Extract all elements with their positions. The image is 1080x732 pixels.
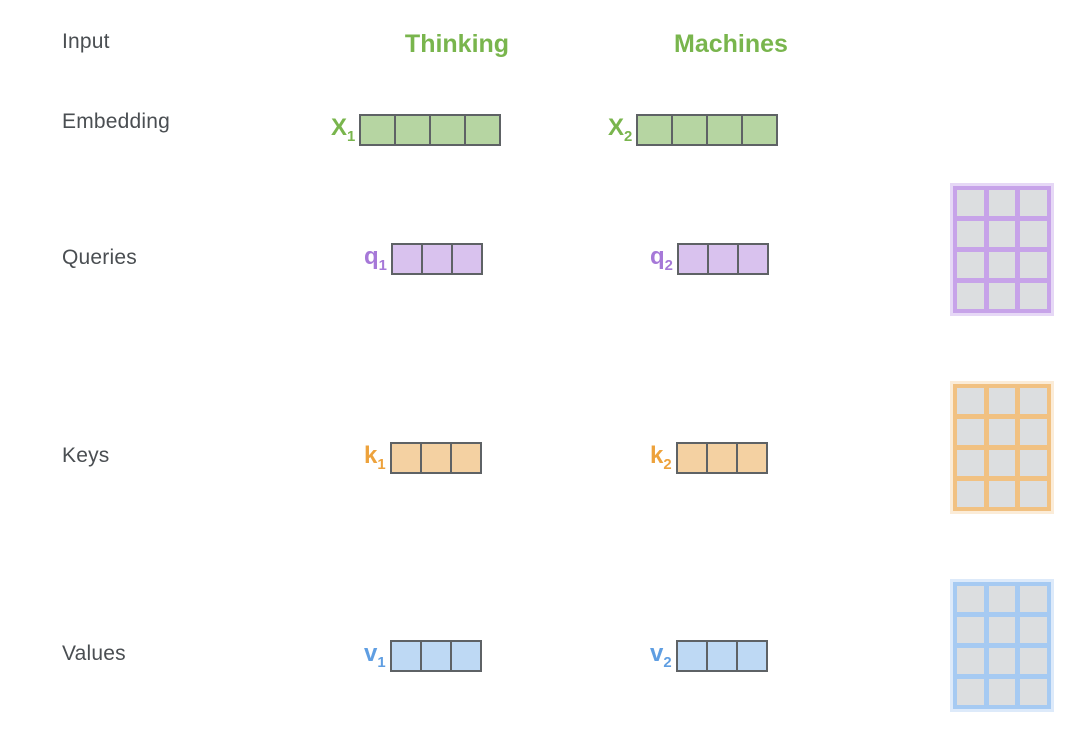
vector-cell: [390, 243, 423, 275]
vector-cell: [705, 640, 738, 672]
vector-cell: [449, 442, 482, 474]
vector-cell: [420, 243, 453, 275]
embedding-vector-x1: X1: [331, 112, 502, 148]
matrix-cell: [957, 586, 984, 612]
matrix-cell: [957, 252, 984, 278]
vector-cells-v2: [675, 640, 768, 672]
vector-cells-v1: [389, 640, 482, 672]
matrix-cell: [1020, 283, 1047, 309]
matrix-cell: [957, 679, 984, 705]
matrix-cell: [1020, 586, 1047, 612]
matrix-cell: [988, 252, 1016, 278]
vector-label-v1: v1: [364, 639, 386, 671]
matrix-cell: [988, 221, 1016, 247]
vector-cell: [735, 640, 768, 672]
vector-label-x2: X2: [608, 113, 633, 145]
matrix-cell: [1020, 450, 1047, 476]
vector-cell: [676, 243, 709, 275]
matrix-cell: [988, 648, 1016, 674]
input-word-machines: Machines: [674, 30, 788, 58]
matrix-cell: [988, 419, 1016, 445]
row-label-embedding: Embedding: [62, 110, 171, 133]
matrix-cell: [957, 481, 984, 507]
vector-cells-x2: [636, 114, 779, 146]
matrix-cell: [1020, 252, 1047, 278]
vector-cell: [675, 442, 708, 474]
matrix-cell: [957, 221, 984, 247]
matrix-cell: [957, 648, 984, 674]
vector-cell: [419, 640, 452, 672]
input-word-thinking: Thinking: [404, 30, 510, 58]
vector-cell: [389, 640, 422, 672]
vector-label-v2: v2: [650, 639, 672, 671]
matrix-cell: [1020, 617, 1047, 643]
value-weight-matrix: [950, 579, 1054, 712]
query-weight-matrix: [950, 183, 1054, 316]
matrix-cell: [988, 283, 1016, 309]
matrix-cell: [1020, 190, 1047, 216]
vector-cell: [394, 114, 432, 146]
vector-cell: [429, 114, 467, 146]
value-vector-v2: v2: [650, 638, 768, 674]
vector-cells-q1: [390, 243, 483, 275]
vector-cell: [636, 114, 674, 146]
vector-cell: [675, 640, 708, 672]
vector-cells-x1: [359, 114, 502, 146]
key-vector-k1: k1: [364, 440, 482, 476]
vector-cell: [389, 442, 422, 474]
embedding-vector-x2: X2: [608, 112, 779, 148]
matrix-cell: [957, 617, 984, 643]
matrix-cell: [957, 388, 984, 414]
matrix-cell: [988, 450, 1016, 476]
vector-label-q2: q2: [650, 242, 673, 274]
matrix-cell: [1020, 388, 1047, 414]
matrix-cell: [988, 190, 1016, 216]
vector-cell: [706, 243, 739, 275]
vector-cell: [706, 114, 744, 146]
row-label-input: Input: [62, 30, 110, 53]
query-vector-q2: q2: [650, 241, 769, 277]
matrix-cell: [988, 586, 1016, 612]
vector-cells-k2: [675, 442, 768, 474]
matrix-cell: [1020, 648, 1047, 674]
matrix-cell: [988, 481, 1016, 507]
matrix-cell: [957, 283, 984, 309]
matrix-cell: [1020, 221, 1047, 247]
query-vector-q1: q1: [364, 241, 483, 277]
vector-cell: [705, 442, 738, 474]
vector-cells-q2: [676, 243, 769, 275]
vector-cells-k1: [389, 442, 482, 474]
row-label-values: Values: [62, 642, 126, 665]
row-label-queries: Queries: [62, 246, 137, 269]
key-vector-k2: k2: [650, 440, 768, 476]
matrix-cell: [957, 419, 984, 445]
matrix-cell: [957, 450, 984, 476]
vector-label-k2: k2: [650, 441, 672, 473]
matrix-cell: [988, 617, 1016, 643]
vector-cell: [735, 442, 768, 474]
matrix-cell: [988, 679, 1016, 705]
vector-cell: [450, 243, 483, 275]
matrix-cell: [988, 388, 1016, 414]
vector-cell: [359, 114, 397, 146]
matrix-cell: [1020, 481, 1047, 507]
vector-label-x1: X1: [331, 113, 356, 145]
vector-cell: [464, 114, 502, 146]
vector-cell: [736, 243, 769, 275]
matrix-cell: [1020, 419, 1047, 445]
vector-cell: [741, 114, 779, 146]
vector-cell: [671, 114, 709, 146]
vector-cell: [449, 640, 482, 672]
vector-cell: [419, 442, 452, 474]
value-vector-v1: v1: [364, 638, 482, 674]
matrix-cell: [1020, 679, 1047, 705]
matrix-cell: [957, 190, 984, 216]
key-weight-matrix: [950, 381, 1054, 514]
vector-label-k1: k1: [364, 441, 386, 473]
row-label-keys: Keys: [62, 444, 110, 467]
vector-label-q1: q1: [364, 242, 387, 274]
